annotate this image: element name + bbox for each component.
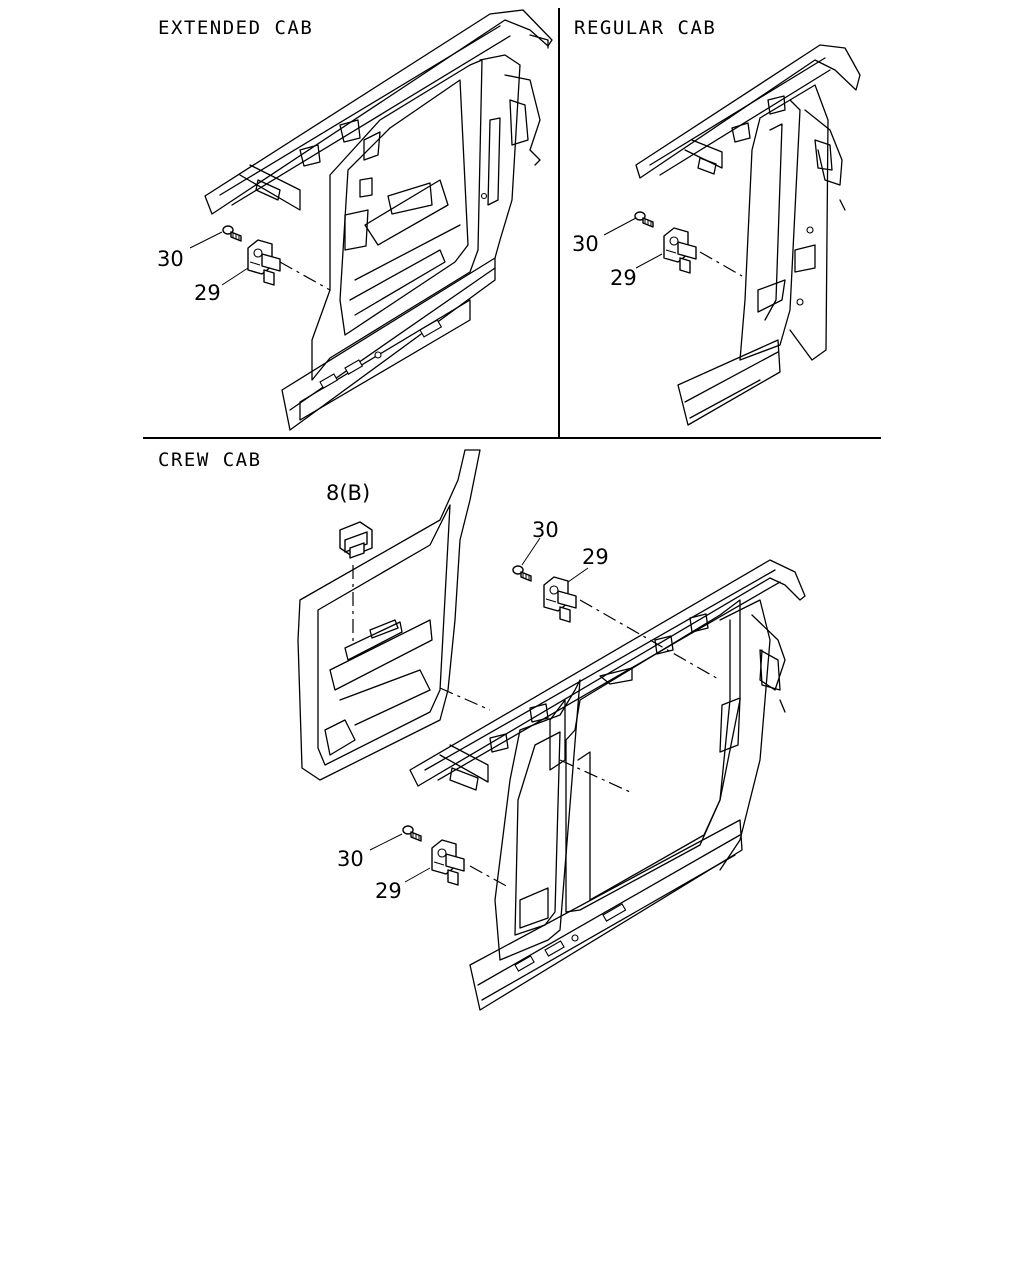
- crew-lower-callout-30: 30: [337, 847, 364, 871]
- crew-cab-panel: CREW CAB: [158, 449, 806, 1011]
- regular-cab-panel: REGULAR CAB: [572, 17, 861, 426]
- extended-callout-29: 29: [194, 281, 221, 305]
- crew-upper-callout-30: 30: [532, 518, 559, 542]
- extended-switch-29: [247, 239, 281, 286]
- regular-leader-lines: [603, 217, 663, 269]
- crew-upper-leader-lines: [521, 537, 589, 583]
- regular-install-axis: [699, 251, 743, 277]
- crew-lower-leader-lines: [369, 833, 431, 883]
- crew-rear-door-switch-8b: [339, 521, 373, 559]
- crew-lower-switch-29: [431, 839, 465, 886]
- crew-cab-rear-door-trim: [297, 449, 481, 781]
- crew-lower-callout-29: 29: [375, 879, 402, 903]
- regular-callout-29: 29: [610, 266, 637, 290]
- extended-cab-body-drawing: [204, 9, 553, 431]
- extended-bolt-30: [222, 225, 242, 242]
- regular-switch-29: [663, 227, 697, 274]
- crew-upper-bolt-30: [512, 565, 532, 582]
- regular-cab-title: REGULAR CAB: [574, 17, 716, 39]
- crew-b-pillar-axis: [559, 759, 631, 793]
- regular-cab-body-drawing: [635, 44, 861, 426]
- regular-bolt-30: [634, 211, 654, 228]
- extended-install-axis: [279, 261, 331, 291]
- crew-callout-8b: 8(B): [326, 481, 370, 505]
- crew-upper-switch-29: [543, 576, 577, 623]
- regular-callout-30: 30: [572, 232, 599, 256]
- crew-upper-callout-29: 29: [582, 545, 609, 569]
- extended-callout-30: 30: [157, 247, 184, 271]
- extended-cab-title: EXTENDED CAB: [158, 17, 313, 39]
- extended-leader-lines: [189, 231, 249, 286]
- crew-cab-title: CREW CAB: [158, 449, 262, 471]
- crew-upper-install-axis: [579, 599, 721, 681]
- crew-lower-bolt-30: [402, 825, 422, 842]
- crew-door-to-body-axis: [439, 687, 491, 711]
- crew-lower-install-axis: [469, 865, 511, 889]
- crew-cab-body-drawing: [409, 559, 806, 1011]
- extended-cab-panel: EXTENDED CAB: [157, 9, 553, 431]
